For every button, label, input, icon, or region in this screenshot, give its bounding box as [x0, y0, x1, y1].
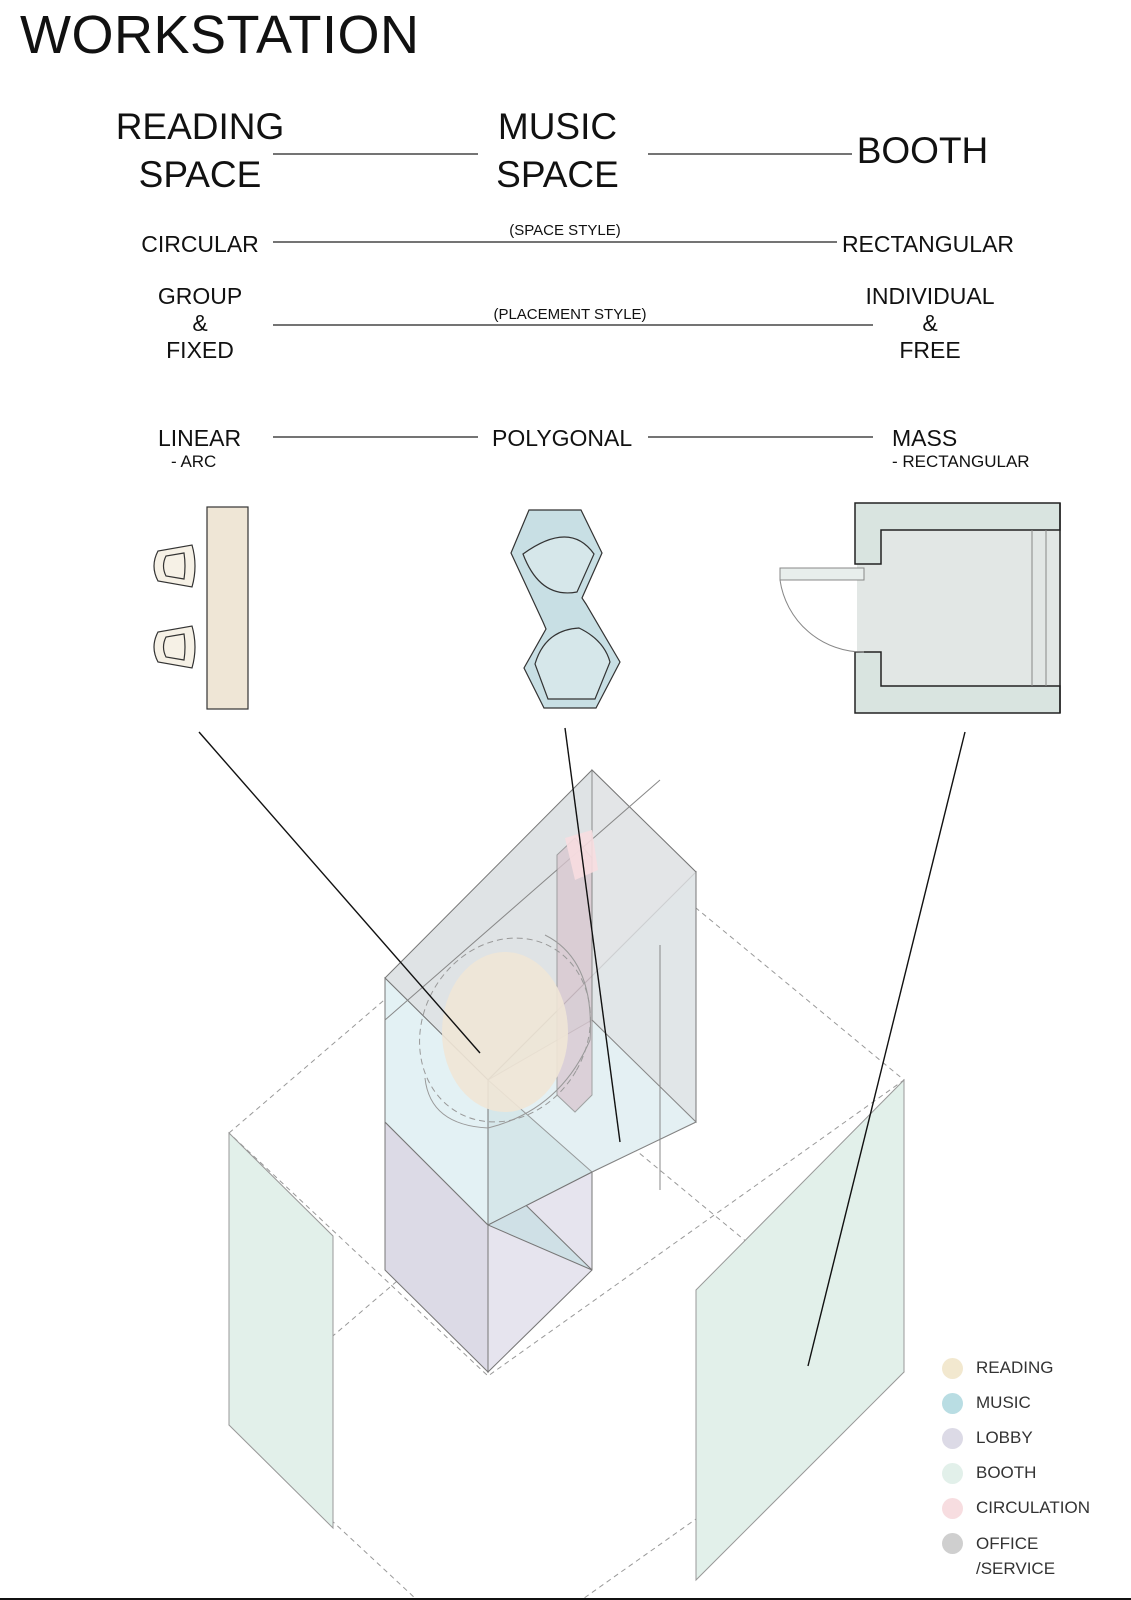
placement-style-left: GROUP & FIXED [140, 283, 260, 364]
placement-right-line3: FREE [899, 337, 961, 363]
legend-swatch-music [942, 1393, 963, 1414]
legend-label: MUSIC [976, 1393, 1031, 1412]
music-seat-upper [522, 536, 595, 594]
music-space-title-line1: MUSIC [497, 106, 618, 147]
form-linear: LINEAR [158, 425, 242, 451]
reading-desk [206, 506, 249, 710]
booth-plan [779, 502, 1061, 714]
reading-egg [442, 952, 568, 1112]
reading-space-title-line2: SPACE [138, 154, 262, 195]
form-mass: MASS [892, 425, 958, 451]
placement-right-line2: & [922, 310, 938, 336]
music-space-title: MUSIC SPACE [470, 103, 645, 199]
legend-swatch-booth [942, 1463, 963, 1484]
placement-left-line2: & [192, 310, 208, 336]
music-space-title-line2: SPACE [496, 154, 619, 195]
page-title: WORKSTATION [20, 5, 420, 65]
leader-music [564, 727, 621, 1143]
booth-panel-right [695, 1078, 905, 1582]
legend-swatch-lobby [942, 1428, 963, 1449]
placement-style-right: INDIVIDUAL & FREE [860, 283, 1000, 364]
space-style-right: RECTANGULAR [841, 231, 1015, 257]
booth-panel-left [228, 1131, 334, 1530]
connector-lines [273, 153, 873, 438]
booth-door [779, 567, 865, 581]
booth-title: BOOTH [856, 130, 989, 171]
legend-swatch-circulation [942, 1498, 963, 1519]
circulation-column [556, 837, 593, 1113]
music-plan [510, 509, 621, 709]
placement-left-line1: GROUP [157, 283, 243, 309]
form-linear-sub: - ARC [171, 452, 217, 471]
legend-label: READING [976, 1358, 1054, 1377]
space-style-caption: (SPACE STYLE) [509, 222, 621, 239]
legend-label-line2: /SERVICE [976, 1559, 1056, 1578]
chair-icon [153, 625, 196, 669]
chair-icon [153, 544, 196, 588]
placement-left-line3: FIXED [166, 337, 234, 363]
legend-label: OFFICE /SERVICE [976, 1531, 1096, 1581]
leader-reading [198, 731, 481, 1054]
form-polygonal: POLYGONAL [492, 425, 633, 451]
form-mass-sub: - RECTANGULAR [892, 452, 1030, 471]
isometric-diagram [198, 727, 966, 1600]
placement-style-caption: (PLACEMENT STYLE) [493, 306, 647, 323]
reading-space-title-line1: READING [115, 106, 285, 147]
legend-label: BOOTH [976, 1463, 1037, 1482]
legend-swatch-office-service [942, 1533, 963, 1554]
legend-label-line1: OFFICE [976, 1534, 1039, 1553]
legend-label: CIRCULATION [976, 1498, 1090, 1517]
legend-swatch-reading [942, 1358, 963, 1379]
placement-right-line1: INDIVIDUAL [865, 283, 995, 309]
reading-plan [153, 506, 249, 710]
reading-space-title: READING SPACE [110, 103, 290, 199]
music-seat-lower [534, 627, 611, 700]
door-swing-arc [779, 579, 865, 653]
legend-label: LOBBY [976, 1428, 1033, 1447]
leader-booth [807, 731, 966, 1367]
space-style-left: CIRCULAR [141, 231, 259, 257]
